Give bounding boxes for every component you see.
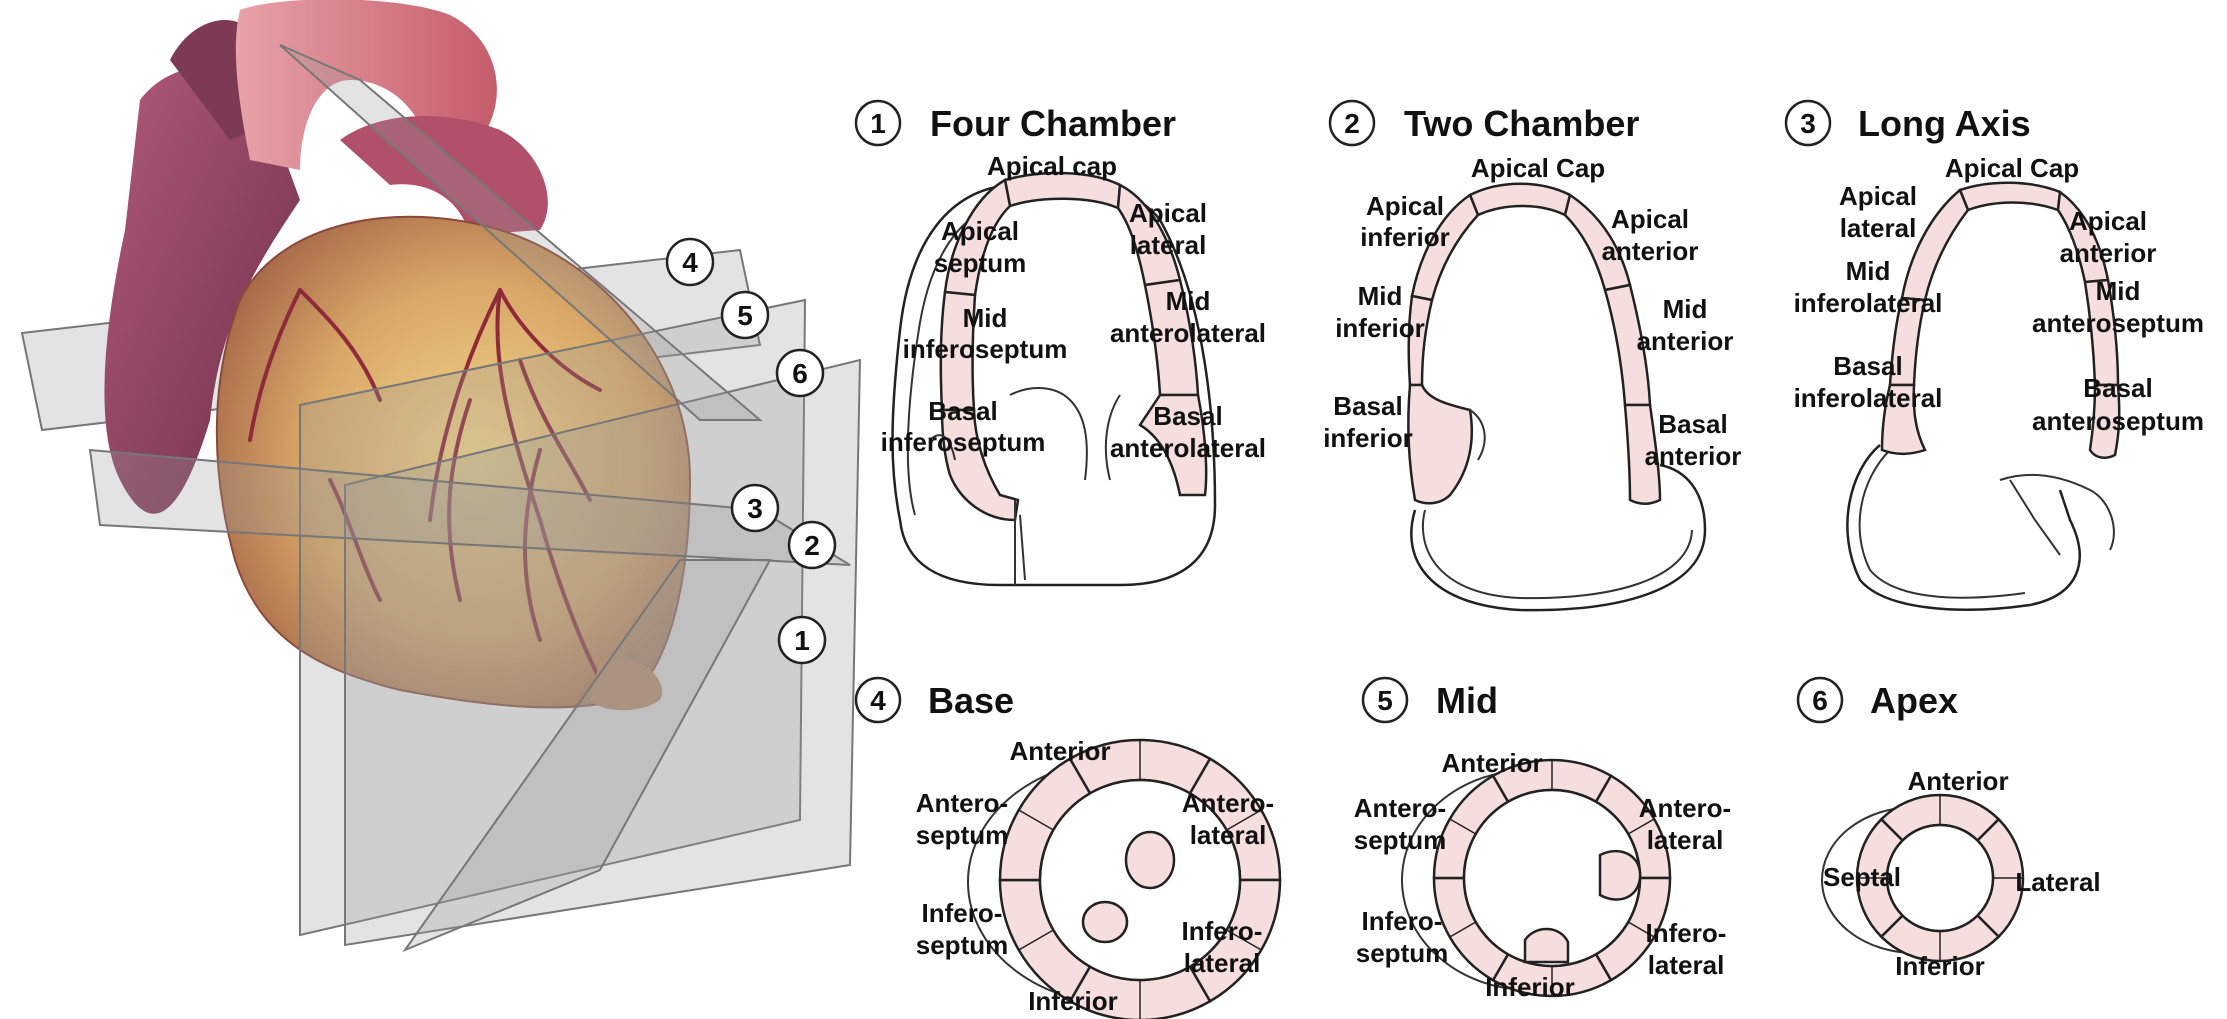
label-inferolateral-2: lateral	[1648, 950, 1725, 980]
label-apical-cap: Apical cap	[987, 151, 1117, 181]
label-mid-anterolateral-2: anterolateral	[1110, 318, 1266, 348]
label-lateral: Lateral	[2015, 867, 2100, 897]
label-anteroseptum-1: Antero-	[916, 788, 1008, 818]
view-title: Base	[928, 680, 1014, 721]
label-apical-inferior-1: Apical	[1366, 191, 1444, 221]
label-basal-inferolateral-1: Basal	[1833, 351, 1902, 381]
label-apical-anterior-1: Apical	[1611, 204, 1689, 234]
label-inferior: Inferior	[1485, 972, 1575, 1002]
view-title: Long Axis	[1858, 103, 2031, 144]
plane-marker-5: 5	[722, 292, 768, 338]
label-basal-anterior-1: Basal	[1658, 409, 1727, 439]
view-number: 4	[870, 685, 886, 716]
label-inferoseptum-2: septum	[916, 930, 1008, 960]
view-number: 3	[1800, 108, 1816, 139]
view-number: 1	[870, 108, 886, 139]
svg-text:3: 3	[747, 493, 763, 524]
label-mid-inferoseptum-2: inferoseptum	[903, 334, 1068, 364]
view-title: Four Chamber	[930, 103, 1176, 144]
label-inferoseptum-2: septum	[1356, 938, 1448, 968]
label-mid-anterior-1: Mid	[1663, 294, 1708, 324]
svg-text:2: 2	[804, 530, 820, 561]
label-anteroseptum-2: septum	[916, 820, 1008, 850]
label-apical-lateral-2: lateral	[1840, 213, 1917, 243]
heart-illustration: 4 5 6 3 2 1	[22, 0, 860, 950]
svg-text:6: 6	[792, 358, 808, 389]
view-title: Apex	[1870, 680, 1958, 721]
label-anterior: Anterior	[1441, 748, 1542, 778]
label-anterolateral-1: Antero-	[1182, 788, 1274, 818]
label-mid-inferolateral-2: inferolateral	[1794, 288, 1943, 318]
label-septal: Septal	[1823, 862, 1901, 892]
label-inferolateral-1: Infero-	[1182, 916, 1263, 946]
plane-marker-2: 2	[789, 522, 835, 568]
label-mid-anteroseptum-1: Mid	[2096, 276, 2141, 306]
label-basal-anterolateral-1: Basal	[1153, 401, 1222, 431]
label-anteroseptum-2: septum	[1354, 825, 1446, 855]
view-number: 5	[1377, 685, 1393, 716]
label-basal-anteroseptum-1: Basal	[2083, 373, 2152, 403]
seg-apical-cap	[1470, 184, 1570, 215]
seg-apical-cap	[1960, 183, 2060, 210]
svg-text:5: 5	[737, 300, 753, 331]
lv-cavity	[1887, 825, 1993, 931]
label-inferoseptum-1: Infero-	[922, 898, 1003, 928]
label-apical-septum-2: septum	[934, 248, 1026, 278]
label-mid-inferoseptum-1: Mid	[963, 303, 1008, 333]
svg-text:4: 4	[682, 247, 698, 278]
label-inferolateral-1: Infero-	[1646, 918, 1727, 948]
label-basal-anterior-2: anterior	[1645, 441, 1742, 471]
svg-text:1: 1	[794, 625, 810, 656]
view-apex: 6 Apex	[1798, 678, 2023, 961]
label-mid-anterior-2: anterior	[1637, 326, 1734, 356]
label-apical-lateral-2: lateral	[1130, 230, 1207, 260]
label-basal-anterolateral-2: anterolateral	[1110, 433, 1266, 463]
label-basal-inferoseptum-2: inferoseptum	[881, 427, 1046, 457]
label-anteroseptum-1: Antero-	[1354, 793, 1446, 823]
label-inferolateral-2: lateral	[1184, 948, 1261, 978]
label-anterolateral-2: lateral	[1647, 825, 1724, 855]
label-apical-inferior-2: inferior	[1360, 222, 1450, 252]
label-mid-inferior-1: Mid	[1358, 281, 1403, 311]
long-axis-outline	[1847, 445, 2079, 610]
plane-marker-6: 6	[777, 350, 823, 396]
papillary-muscle	[1083, 902, 1127, 942]
seg-basal-inferior	[1408, 385, 1471, 503]
view-title: Mid	[1436, 680, 1498, 721]
label-apical-cap: Apical Cap	[1945, 153, 2079, 183]
label-mid-anterolateral-1: Mid	[1166, 286, 1211, 316]
label-apical-lateral-1: Apical	[1839, 181, 1917, 211]
label-anterolateral-2: lateral	[1190, 820, 1267, 850]
label-apical-anterior-2: anterior	[1602, 236, 1699, 266]
view-number: 6	[1812, 685, 1828, 716]
label-basal-inferolateral-2: inferolateral	[1794, 383, 1943, 413]
papillary-muscle	[1600, 851, 1640, 899]
label-basal-inferior-1: Basal	[1333, 391, 1402, 421]
label-mid-inferior-2: inferior	[1335, 313, 1425, 343]
label-anterior: Anterior	[1907, 766, 2008, 796]
label-inferoseptum-1: Infero-	[1362, 906, 1443, 936]
label-basal-inferoseptum-1: Basal	[928, 396, 997, 426]
papillary-muscle	[1525, 929, 1568, 962]
label-apical-septum-1: Apical	[941, 216, 1019, 246]
view-number: 2	[1344, 108, 1360, 139]
label-basal-inferior-2: inferior	[1323, 423, 1413, 453]
label-apical-lateral-1: Apical	[1129, 198, 1207, 228]
label-apical-cap: Apical Cap	[1471, 153, 1605, 183]
label-inferior: Inferior	[1028, 986, 1118, 1016]
papillary-muscle	[1126, 832, 1174, 888]
label-inferior: Inferior	[1895, 951, 1985, 981]
plane-marker-3: 3	[732, 485, 778, 531]
label-anterior: Anterior	[1009, 736, 1110, 766]
view-title: Two Chamber	[1404, 103, 1639, 144]
plane-marker-4: 4	[667, 239, 713, 285]
label-anterolateral-1: Antero-	[1639, 793, 1731, 823]
label-mid-inferolateral-1: Mid	[1846, 256, 1891, 286]
label-apical-anterior-2: anterior	[2060, 238, 2157, 268]
label-apical-anterior-1: Apical	[2069, 206, 2147, 236]
plane-marker-1: 1	[779, 617, 825, 663]
label-mid-anteroseptum-2: anteroseptum	[2032, 308, 2204, 338]
label-basal-anteroseptum-2: anteroseptum	[2032, 406, 2204, 436]
